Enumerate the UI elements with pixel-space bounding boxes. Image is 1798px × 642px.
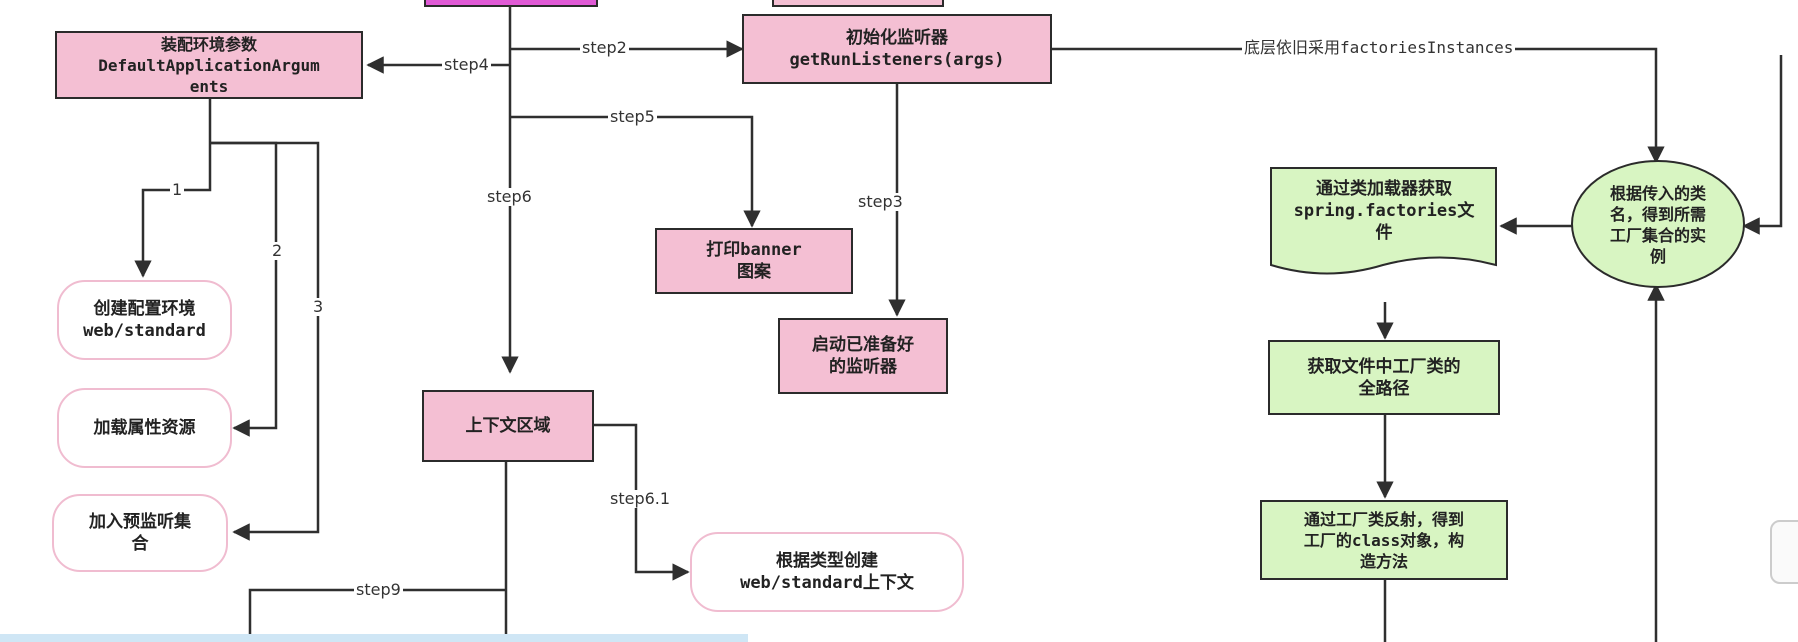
node-pre-listeners[interactable]: 加入预监听集 合 — [52, 494, 228, 572]
edge-factories — [1051, 47, 1665, 164]
node-application-arguments[interactable]: 装配环境参数 DefaultApplicationArgum ents — [55, 31, 363, 99]
label-step4: step4 — [442, 55, 491, 74]
label-factories-instances: 底层依旧采用factoriesInstances — [1242, 38, 1516, 57]
edge-step5 — [510, 115, 761, 228]
label-step5: step5 — [608, 107, 657, 126]
side-handle[interactable] — [1770, 520, 1798, 584]
node-run-listeners[interactable]: 初始化监听器 getRunListeners(args) — [742, 14, 1052, 84]
top-cut-box-magenta — [424, 0, 598, 7]
node-load-properties[interactable]: 加载属性资源 — [57, 388, 232, 468]
node-started-listeners[interactable]: 启动已准备好 的监听器 — [778, 318, 948, 394]
node-context-area[interactable]: 上下文区域 — [422, 390, 594, 462]
node-create-environment[interactable]: 创建配置环境 web/standard — [57, 280, 232, 360]
node-class-loader[interactable]: 通过类加载器获取 spring.factories文 件 — [1293, 179, 1475, 243]
node-create-context[interactable]: 根据类型创建 web/standard上下文 — [690, 532, 964, 612]
node-factory-reflection[interactable]: 通过工厂类反射，得到 工厂的class对象，构 造方法 — [1260, 500, 1508, 580]
label-edge-1: 1 — [170, 180, 185, 199]
label-edge-2: 2 — [270, 241, 285, 260]
instances-ellipse — [1571, 160, 1745, 288]
node-print-banner[interactable]: 打印banner 图案 — [655, 228, 853, 294]
bottom-scroll-strip — [0, 634, 748, 642]
node-factory-full-path[interactable]: 获取文件中工厂类的 全路径 — [1268, 340, 1500, 415]
edge-right-return — [1742, 55, 1783, 235]
label-edge-3: 3 — [311, 297, 326, 316]
label-step6: step6 — [485, 187, 534, 206]
label-step9: step9 — [354, 580, 403, 599]
label-step3: step3 — [856, 192, 905, 211]
label-step2: step2 — [580, 38, 629, 57]
edge-step9 — [248, 588, 506, 642]
loader-doc-shape — [1270, 167, 1497, 275]
node-factory-instances[interactable]: 根据传入的类 名，得到所需 工厂集合的实 例 — [1609, 184, 1706, 266]
label-step6-1: step6.1 — [608, 489, 673, 508]
edge-3 — [210, 141, 320, 541]
top-cut-box-pink — [772, 0, 944, 7]
